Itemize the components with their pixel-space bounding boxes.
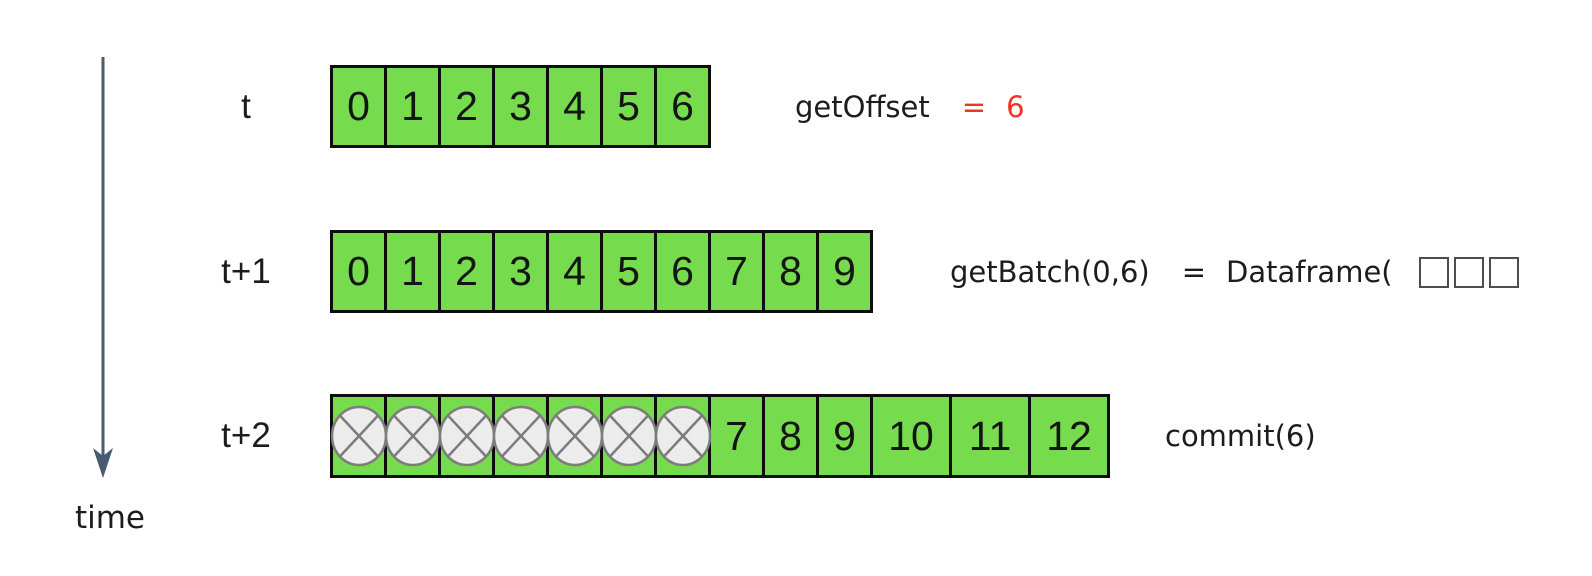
offset-cell: 6: [654, 65, 711, 148]
annotation-result: Dataframe(: [1226, 254, 1393, 289]
offset-cell: 12: [1028, 394, 1110, 478]
crossed-circle-icon: [600, 405, 657, 467]
offset-cell: 0: [330, 65, 387, 148]
time-arrow: [93, 57, 113, 478]
offset-cell: 2: [438, 230, 495, 313]
placeholder-square-icon: [1418, 257, 1449, 288]
offset-cell: 1: [384, 65, 441, 148]
annotation-get-batch: getBatch(0,6) = Dataframe(: [950, 230, 1519, 313]
offset-cell: 5: [600, 65, 657, 148]
consumed-cell: [330, 394, 387, 478]
time-arrow-head-icon: [93, 448, 113, 478]
consumed-cell: [384, 394, 441, 478]
offset-cell: 7: [708, 230, 765, 313]
offset-cell: 0: [330, 230, 387, 313]
crossed-circle-icon: [654, 405, 711, 467]
offset-cell: 4: [546, 230, 603, 313]
offset-cell: 9: [816, 230, 873, 313]
crossed-circle-icon: [546, 405, 603, 467]
consumed-cell: [492, 394, 549, 478]
annotation-call: getOffset: [795, 89, 930, 124]
row-label-t-plus-2: t+2: [221, 416, 271, 455]
time-label: time: [74, 500, 146, 536]
offset-cell: 4: [546, 65, 603, 148]
crossed-circle-icon: [384, 405, 441, 467]
annotation-call: getBatch(0,6): [950, 254, 1150, 289]
offsets-row-t-plus-2: 7 8 9 10 11 12: [330, 394, 1110, 478]
offset-cell: 6: [654, 230, 711, 313]
consumed-cell: [654, 394, 711, 478]
offset-cell: 2: [438, 65, 495, 148]
offset-cell: 3: [492, 65, 549, 148]
offsets-row-t-plus-1: 0 1 2 3 4 5 6 7 8 9: [330, 230, 873, 313]
annotation-call: commit(6): [1165, 419, 1316, 453]
offset-cell: 10: [870, 394, 952, 478]
placeholder-square-icon: [1453, 257, 1484, 288]
placeholder-square-icon: [1488, 257, 1519, 288]
crossed-circle-icon: [438, 405, 495, 467]
offset-cell: 7: [708, 394, 765, 478]
annotation-result: 6: [1006, 89, 1025, 124]
offset-cell: 5: [600, 230, 657, 313]
dataframe-placeholder-squares: [1418, 257, 1519, 288]
offset-cell: 9: [816, 394, 873, 478]
row-label-t: t: [241, 86, 251, 126]
offset-cell: 11: [949, 394, 1031, 478]
annotation-commit: commit(6): [1165, 394, 1316, 478]
offset-cell: 1: [384, 230, 441, 313]
row-label-t-plus-1: t+1: [221, 251, 271, 291]
consumed-cell: [438, 394, 495, 478]
consumed-cell: [546, 394, 603, 478]
consumed-cell: [600, 394, 657, 478]
crossed-circle-icon: [492, 405, 549, 467]
annotation-equals: =: [961, 89, 987, 124]
annotation-equals: =: [1181, 254, 1207, 289]
offset-cell: 8: [762, 394, 819, 478]
annotation-get-offset: getOffset = 6: [795, 65, 1025, 148]
offset-cell: 3: [492, 230, 549, 313]
crossed-circle-icon: [330, 405, 387, 467]
offset-cell: 8: [762, 230, 819, 313]
offsets-row-t: 0 1 2 3 4 5 6: [330, 65, 711, 148]
